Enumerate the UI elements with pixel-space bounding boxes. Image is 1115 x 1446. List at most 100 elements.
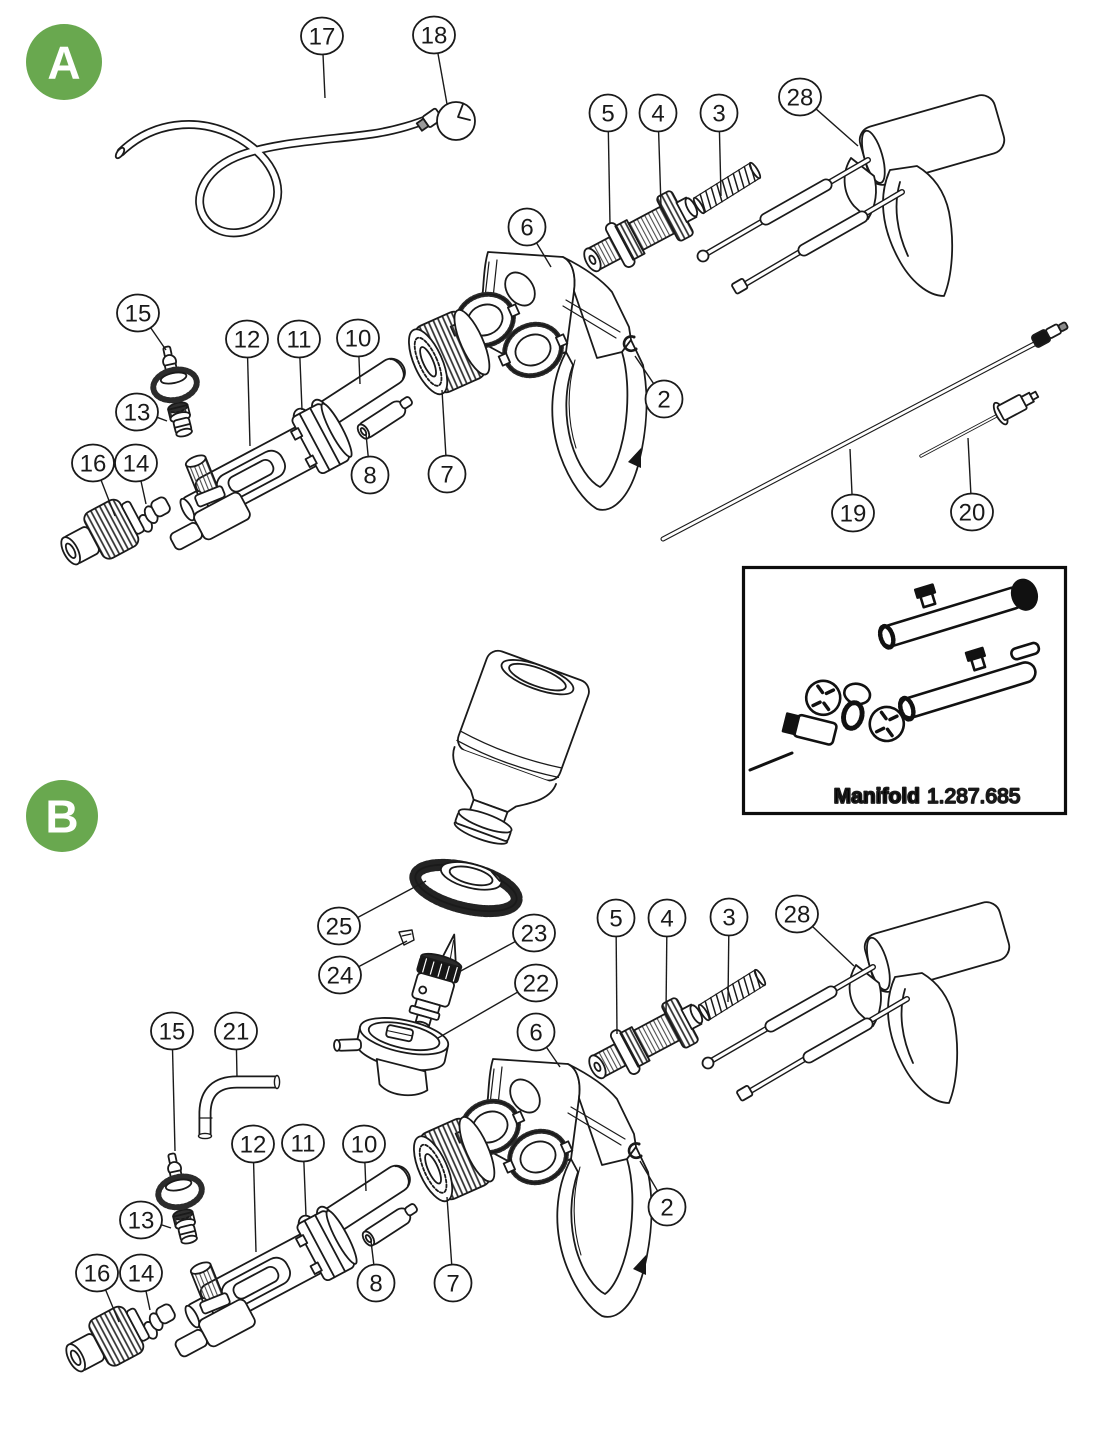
suction-hose <box>114 112 438 238</box>
callout-b-4: 4 <box>647 898 687 1014</box>
callout-b-2: 2 <box>639 1160 687 1227</box>
callout-b-15: 15 <box>150 1011 194 1152</box>
manifold-part-number: 1.287.685 <box>927 785 1020 808</box>
svg-text:6: 6 <box>520 215 533 242</box>
svg-text:11: 11 <box>287 327 312 354</box>
bent-tube <box>197 1074 281 1140</box>
bottle <box>452 649 590 845</box>
svg-text:2: 2 <box>657 387 670 414</box>
svg-text:23: 23 <box>521 921 548 948</box>
callout-a-5: 5 <box>588 93 628 225</box>
callout-b-13: 13 <box>119 1200 172 1240</box>
callout-b-14: 14 <box>119 1253 163 1311</box>
callout-b-10: 10 <box>342 1124 386 1192</box>
callout-b-6: 6 <box>516 1012 561 1068</box>
callout-a-13: 13 <box>115 392 168 432</box>
svg-text:5: 5 <box>609 906 622 933</box>
svg-text:19: 19 <box>840 501 867 528</box>
svg-text:3: 3 <box>722 905 735 932</box>
svg-text:16: 16 <box>84 1261 111 1288</box>
section-a-drawing <box>52 92 1069 577</box>
svg-text:7: 7 <box>446 1271 459 1298</box>
svg-text:20: 20 <box>959 500 986 527</box>
svg-text:3: 3 <box>712 101 725 128</box>
svg-text:5: 5 <box>601 101 614 128</box>
callout-a-10: 10 <box>336 318 380 385</box>
strainer-ball <box>415 101 476 141</box>
manifold-label: Manifold <box>834 785 920 808</box>
callout-b-11: 11 <box>281 1123 325 1217</box>
callout-b-5: 5 <box>596 898 636 1035</box>
svg-text:24: 24 <box>327 963 354 990</box>
svg-text:10: 10 <box>351 1132 378 1159</box>
svg-text:18: 18 <box>421 23 448 50</box>
callout-a-7: 7 <box>427 389 467 494</box>
svg-text:16: 16 <box>80 451 107 478</box>
bottle-cap <box>409 858 523 918</box>
svg-text:4: 4 <box>660 906 673 933</box>
svg-text:11: 11 <box>291 1131 316 1158</box>
svg-text:10: 10 <box>345 326 372 353</box>
svg-text:21: 21 <box>223 1019 250 1046</box>
section-a-badge: A <box>26 24 102 100</box>
cleaning-rod <box>660 321 1069 542</box>
callout-b-21: 21 <box>214 1011 258 1078</box>
callout-a-12: 12 <box>225 319 269 447</box>
svg-text:A: A <box>47 37 80 89</box>
callout-a-2: 2 <box>634 355 684 419</box>
svg-text:22: 22 <box>523 971 550 998</box>
callout-b-24: 24 <box>318 940 408 995</box>
callout-a-28: 28 <box>778 77 859 147</box>
manifold-drawing <box>748 578 1041 772</box>
svg-text:28: 28 <box>787 85 814 112</box>
svg-text:17: 17 <box>309 24 336 51</box>
svg-text:13: 13 <box>128 1208 155 1235</box>
section-b-badge: B <box>26 780 98 852</box>
callout-b-25: 25 <box>317 880 427 946</box>
svg-text:B: B <box>45 791 78 843</box>
callout-a-6: 6 <box>507 207 552 268</box>
svg-text:14: 14 <box>128 1261 155 1288</box>
manifold-inset: Manifold 1.287.685 <box>741 565 1068 816</box>
svg-text:14: 14 <box>123 451 150 478</box>
svg-text:4: 4 <box>651 101 664 128</box>
callout-b-22: 22 <box>437 963 558 1039</box>
svg-text:15: 15 <box>125 301 152 328</box>
callout-a-16: 16 <box>71 443 116 517</box>
needle <box>919 390 1040 458</box>
callout-b-28: 28 <box>775 894 855 967</box>
callout-a-17: 17 <box>300 16 344 99</box>
svg-text:12: 12 <box>234 327 261 354</box>
callout-a-15: 15 <box>116 293 167 351</box>
callout-b-3: 3 <box>709 897 749 1003</box>
callout-a-20: 20 <box>950 437 994 532</box>
callout-a-18: 18 <box>412 15 456 105</box>
swirl-head <box>333 1017 450 1097</box>
callout-a-4: 4 <box>638 93 678 207</box>
svg-text:15: 15 <box>159 1019 186 1046</box>
callout-a-3: 3 <box>699 93 739 197</box>
callout-a-14: 14 <box>114 443 158 505</box>
svg-text:7: 7 <box>440 462 453 489</box>
callout-b-8: 8 <box>356 1240 396 1303</box>
svg-text:25: 25 <box>326 914 353 941</box>
svg-text:8: 8 <box>369 1271 382 1298</box>
svg-text:6: 6 <box>529 1020 542 1047</box>
callout-a-11: 11 <box>277 319 321 411</box>
svg-text:2: 2 <box>660 1195 673 1222</box>
callout-b-16: 16 <box>75 1253 120 1323</box>
callout-b-12: 12 <box>231 1124 275 1253</box>
section-badges: AB <box>26 24 102 852</box>
nozzle-insert <box>408 933 463 1030</box>
callout-a-8: 8 <box>350 433 390 495</box>
svg-text:8: 8 <box>363 463 376 490</box>
callout-b-7: 7 <box>433 1196 473 1303</box>
seal-wedge <box>398 929 415 946</box>
svg-text:28: 28 <box>784 902 811 929</box>
svg-text:12: 12 <box>240 1132 267 1159</box>
callout-a-19: 19 <box>831 448 875 533</box>
section-b-drawing <box>57 649 1012 1384</box>
